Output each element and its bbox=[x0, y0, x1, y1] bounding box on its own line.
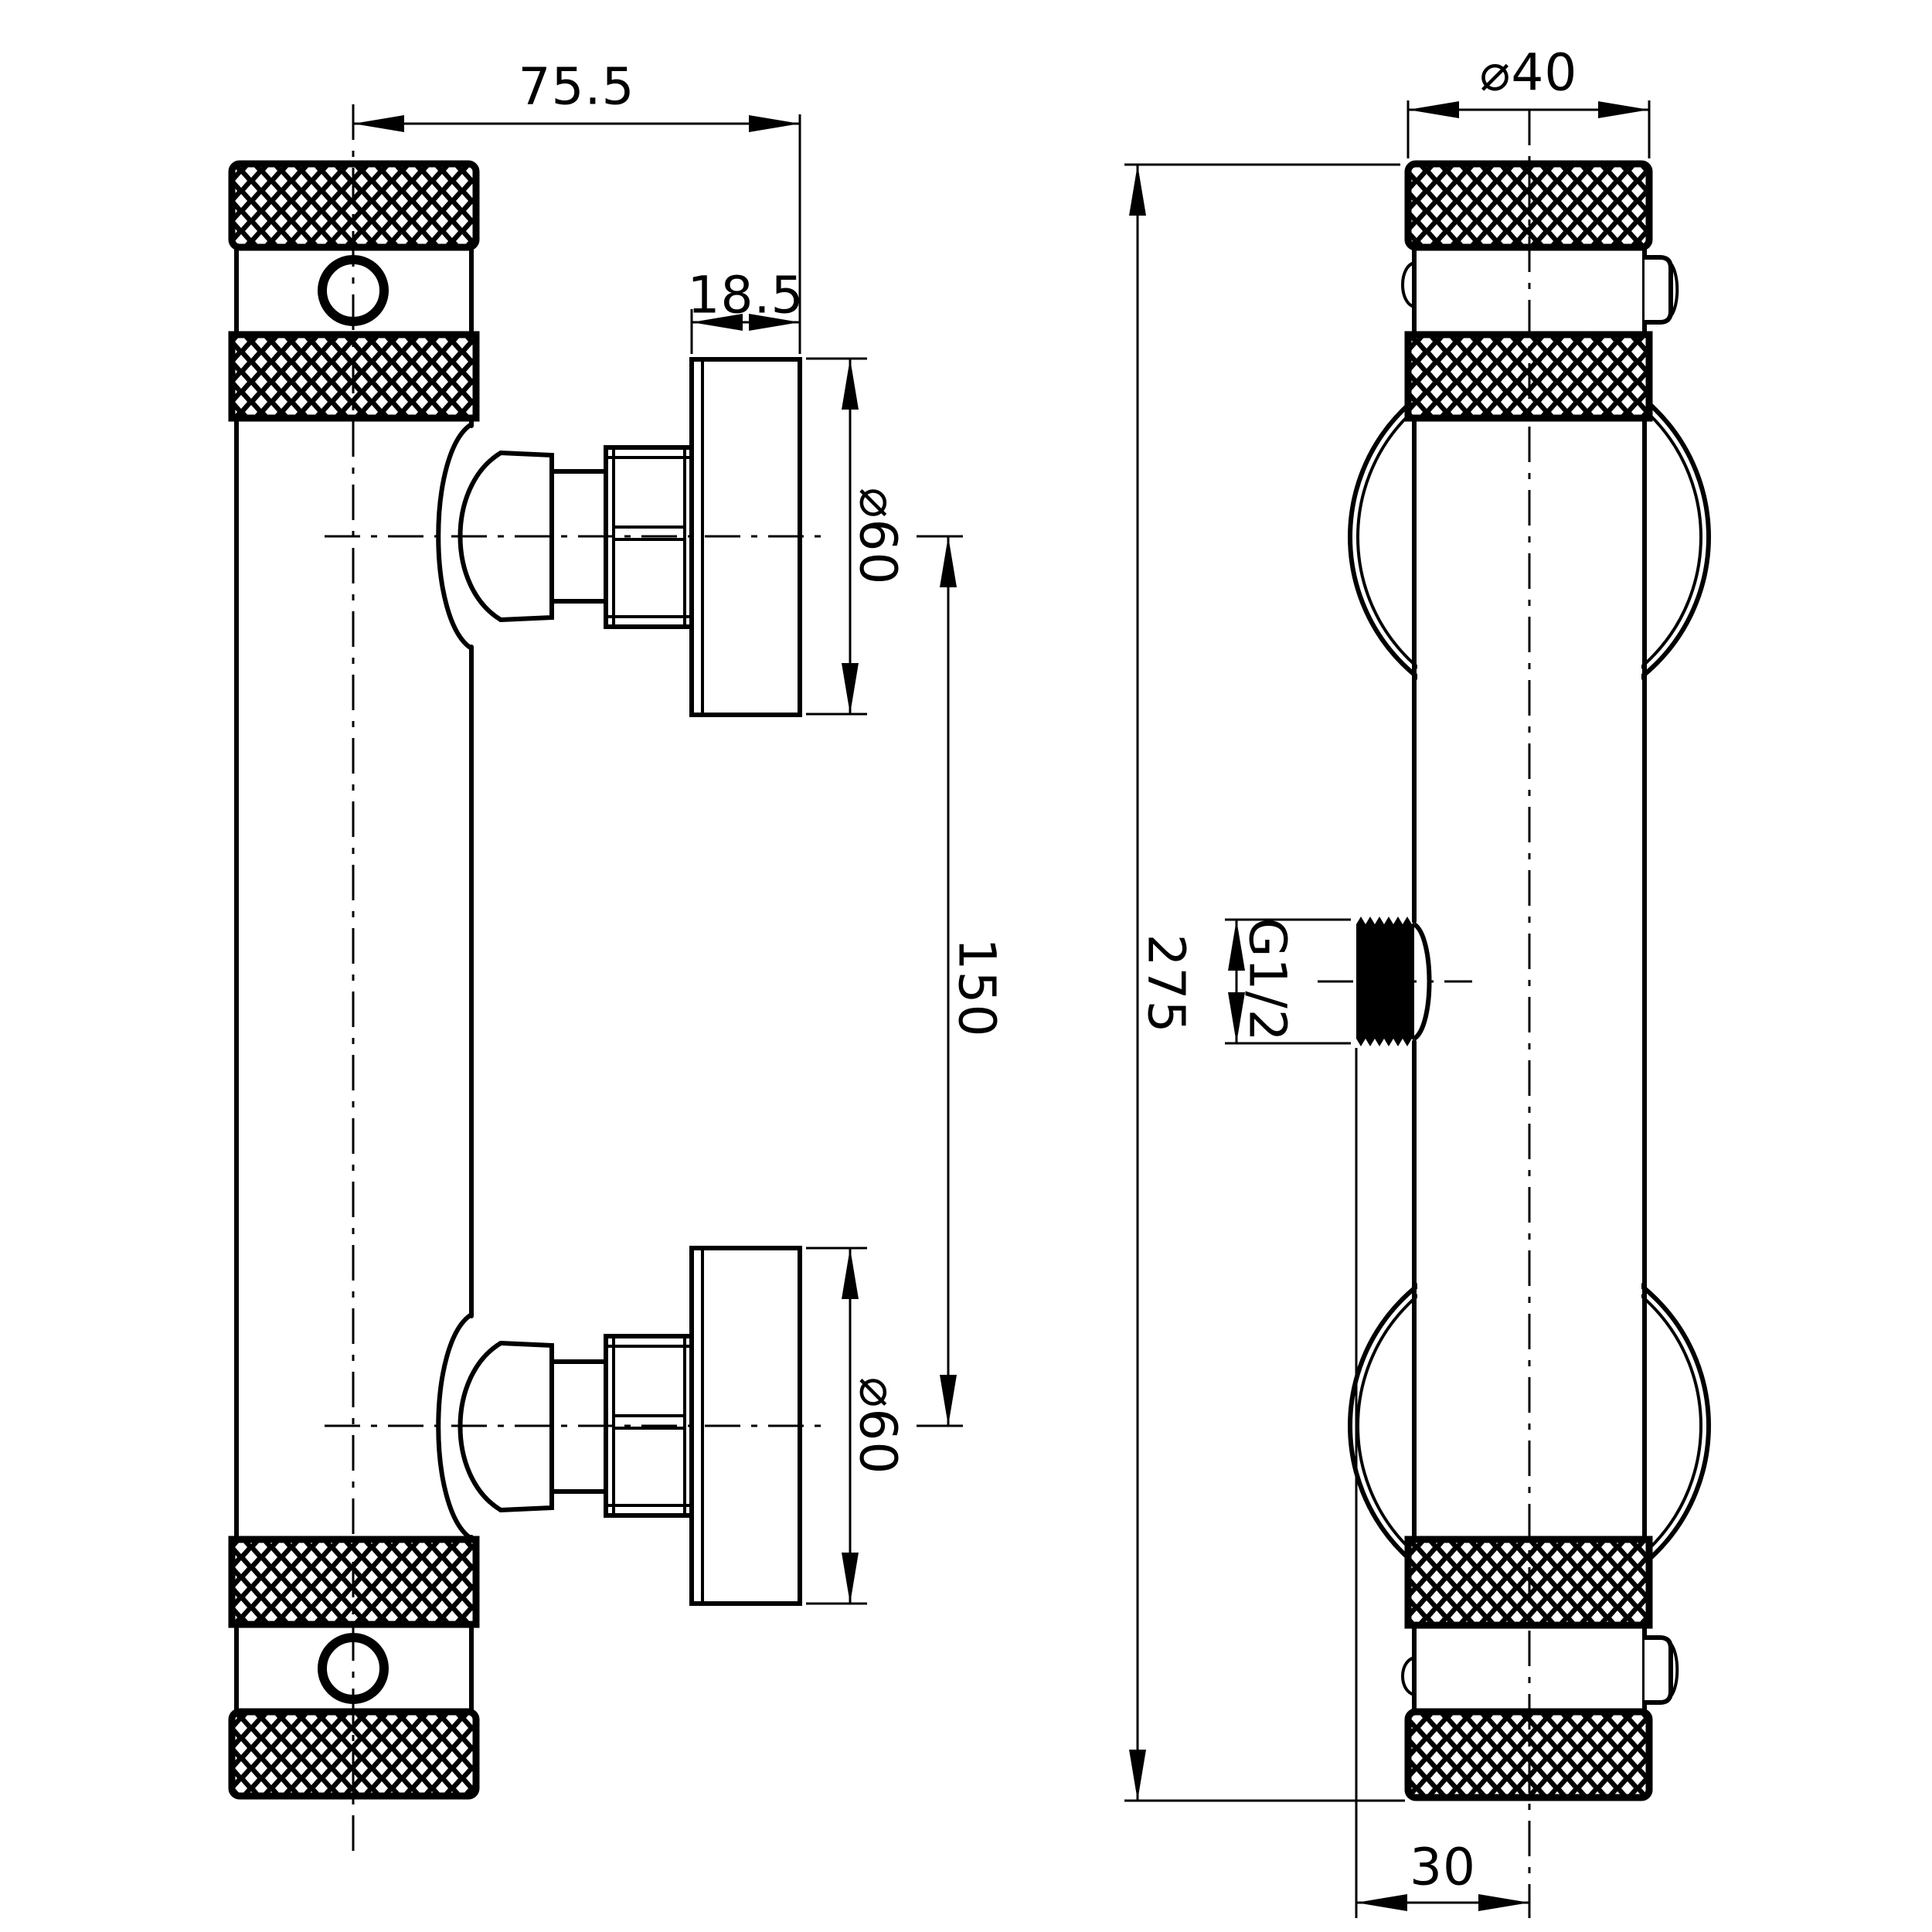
outlet-stub bbox=[549, 1359, 608, 1494]
dim-inlet-offset: 30 bbox=[1355, 1048, 1529, 1918]
dim-top-flange-diameter: ⌀60 bbox=[806, 357, 908, 716]
side-view bbox=[1318, 110, 1711, 1918]
front-bottom-outlet bbox=[436, 1246, 802, 1606]
dim-flange-depth-label: 18.5 bbox=[688, 266, 804, 325]
front-view bbox=[228, 104, 823, 1851]
side-body-edges bbox=[1412, 416, 1647, 1542]
bell-face bbox=[498, 1341, 554, 1512]
side-top-button-right bbox=[1645, 255, 1673, 325]
dim-outlet-spacing-label: 150 bbox=[947, 938, 1007, 1038]
dim-inlet-thread-label: G1/2 bbox=[1238, 917, 1298, 1042]
front-top-outlet bbox=[436, 357, 802, 717]
front-dimensions: 75.5 18.5 ⌀60 ⌀60 bbox=[353, 57, 1007, 1605]
dim-bottom-flange-diameter: ⌀60 bbox=[806, 1247, 908, 1605]
side-top-button-dome bbox=[1669, 262, 1679, 318]
dim-body-diameter: ⌀40 bbox=[1406, 43, 1651, 158]
dim-inlet-offset-label: 30 bbox=[1410, 1838, 1476, 1897]
bell-face bbox=[498, 451, 554, 622]
dim-flange-depth: 18.5 bbox=[688, 266, 804, 354]
dim-overall-height: 275 bbox=[1124, 163, 1405, 1802]
side-bottom-button-right bbox=[1645, 1635, 1673, 1705]
side-bottom-screw-left bbox=[1401, 1656, 1416, 1696]
side-bottom-button-dome bbox=[1669, 1642, 1679, 1698]
side-dimensions: ⌀40 275 G1/2 30 bbox=[1124, 43, 1651, 1918]
dim-bottom-flange-diameter-label: ⌀60 bbox=[849, 1377, 908, 1475]
dim-inlet-thread: G1/2 bbox=[1225, 917, 1351, 1045]
side-top-screw-left bbox=[1401, 261, 1416, 308]
outlet-stub bbox=[549, 469, 608, 604]
dim-outlet-offset: 75.5 bbox=[353, 57, 801, 354]
dim-overall-height-label: 275 bbox=[1137, 934, 1196, 1034]
dim-outlet-offset-label: 75.5 bbox=[519, 57, 635, 117]
dim-top-flange-diameter-label: ⌀60 bbox=[849, 488, 908, 586]
dim-outlet-spacing: 150 bbox=[917, 535, 1007, 1427]
dim-body-diameter-label: ⌀40 bbox=[1480, 43, 1578, 103]
